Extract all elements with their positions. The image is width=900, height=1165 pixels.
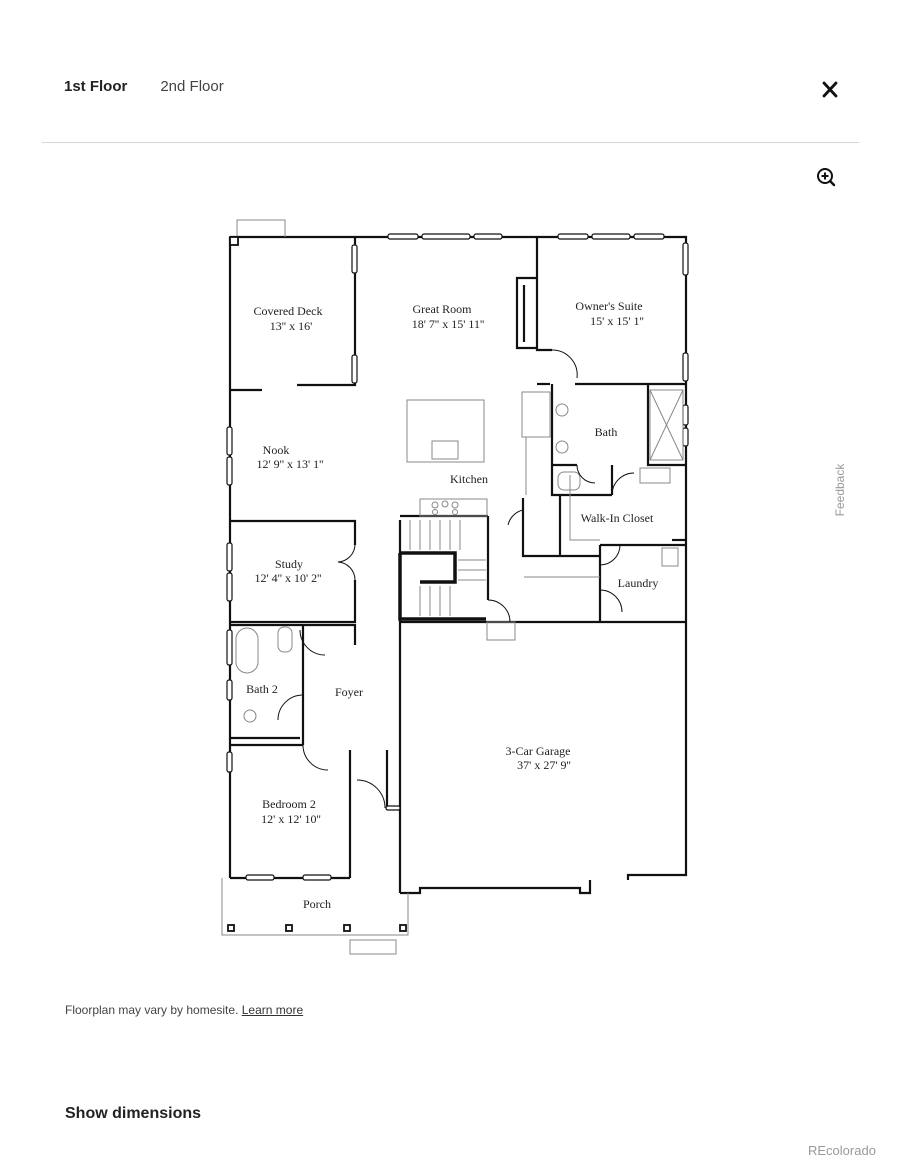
room-covered-deck-name: Covered Deck — [254, 304, 323, 318]
room-owners-suite-dims: 15' x 15' 1'' — [590, 314, 644, 328]
close-button[interactable] — [818, 78, 842, 102]
floor-tabs: 1st Floor 2nd Floor — [64, 78, 224, 95]
room-kitchen-name: Kitchen — [450, 472, 488, 486]
room-bedroom-2-name: Bedroom 2 — [262, 797, 316, 811]
room-study-name: Study — [275, 557, 303, 571]
room-garage-name: 3-Car Garage — [506, 744, 571, 758]
room-laundry-name: Laundry — [618, 576, 659, 590]
room-bedroom-2-dims: 12' x 12' 10'' — [261, 812, 321, 826]
learn-more-link[interactable]: Learn more — [241, 1003, 304, 1017]
floorplan-disclaimer: Floorplan may vary by homesite. Learn mo… — [65, 1003, 303, 1017]
room-walk-in-closet-name: Walk-In Closet — [581, 511, 654, 525]
room-nook-name: Nook — [263, 443, 290, 457]
room-foyer-name: Foyer — [335, 685, 363, 699]
room-bath-name: Bath — [595, 425, 618, 439]
room-study-dims: 12' 4'' x 10' 2'' — [255, 571, 322, 585]
listing-credit: REcolorado — [808, 1143, 876, 1158]
room-garage-dims: 37' x 27' 9'' — [517, 758, 571, 772]
room-great-room-dims: 18' 7'' x 15' 11'' — [412, 317, 485, 331]
room-covered-deck-dims: 13'' x 16' — [270, 319, 313, 333]
disclaimer-text: Floorplan may vary by homesite. — [65, 1003, 239, 1017]
zoom-in-button[interactable] — [814, 165, 838, 189]
room-great-room-name: Great Room — [413, 302, 473, 316]
show-dimensions-button[interactable]: Show dimensions — [65, 1105, 202, 1122]
close-icon — [822, 81, 838, 98]
room-bath-2-name: Bath 2 — [246, 682, 278, 696]
floorplan-drawing: Covered Deck 13'' x 16' Great Room 18' 7… — [221, 219, 689, 955]
room-owners-suite-name: Owner's Suite — [575, 299, 642, 313]
tab-2nd-floor[interactable]: 2nd Floor — [160, 78, 224, 95]
zoom-in-icon — [817, 168, 836, 187]
room-porch-name: Porch — [303, 897, 331, 911]
header-divider — [42, 142, 859, 143]
room-nook-dims: 12' 9'' x 13' 1'' — [257, 457, 324, 471]
tab-1st-floor[interactable]: 1st Floor — [64, 78, 128, 95]
